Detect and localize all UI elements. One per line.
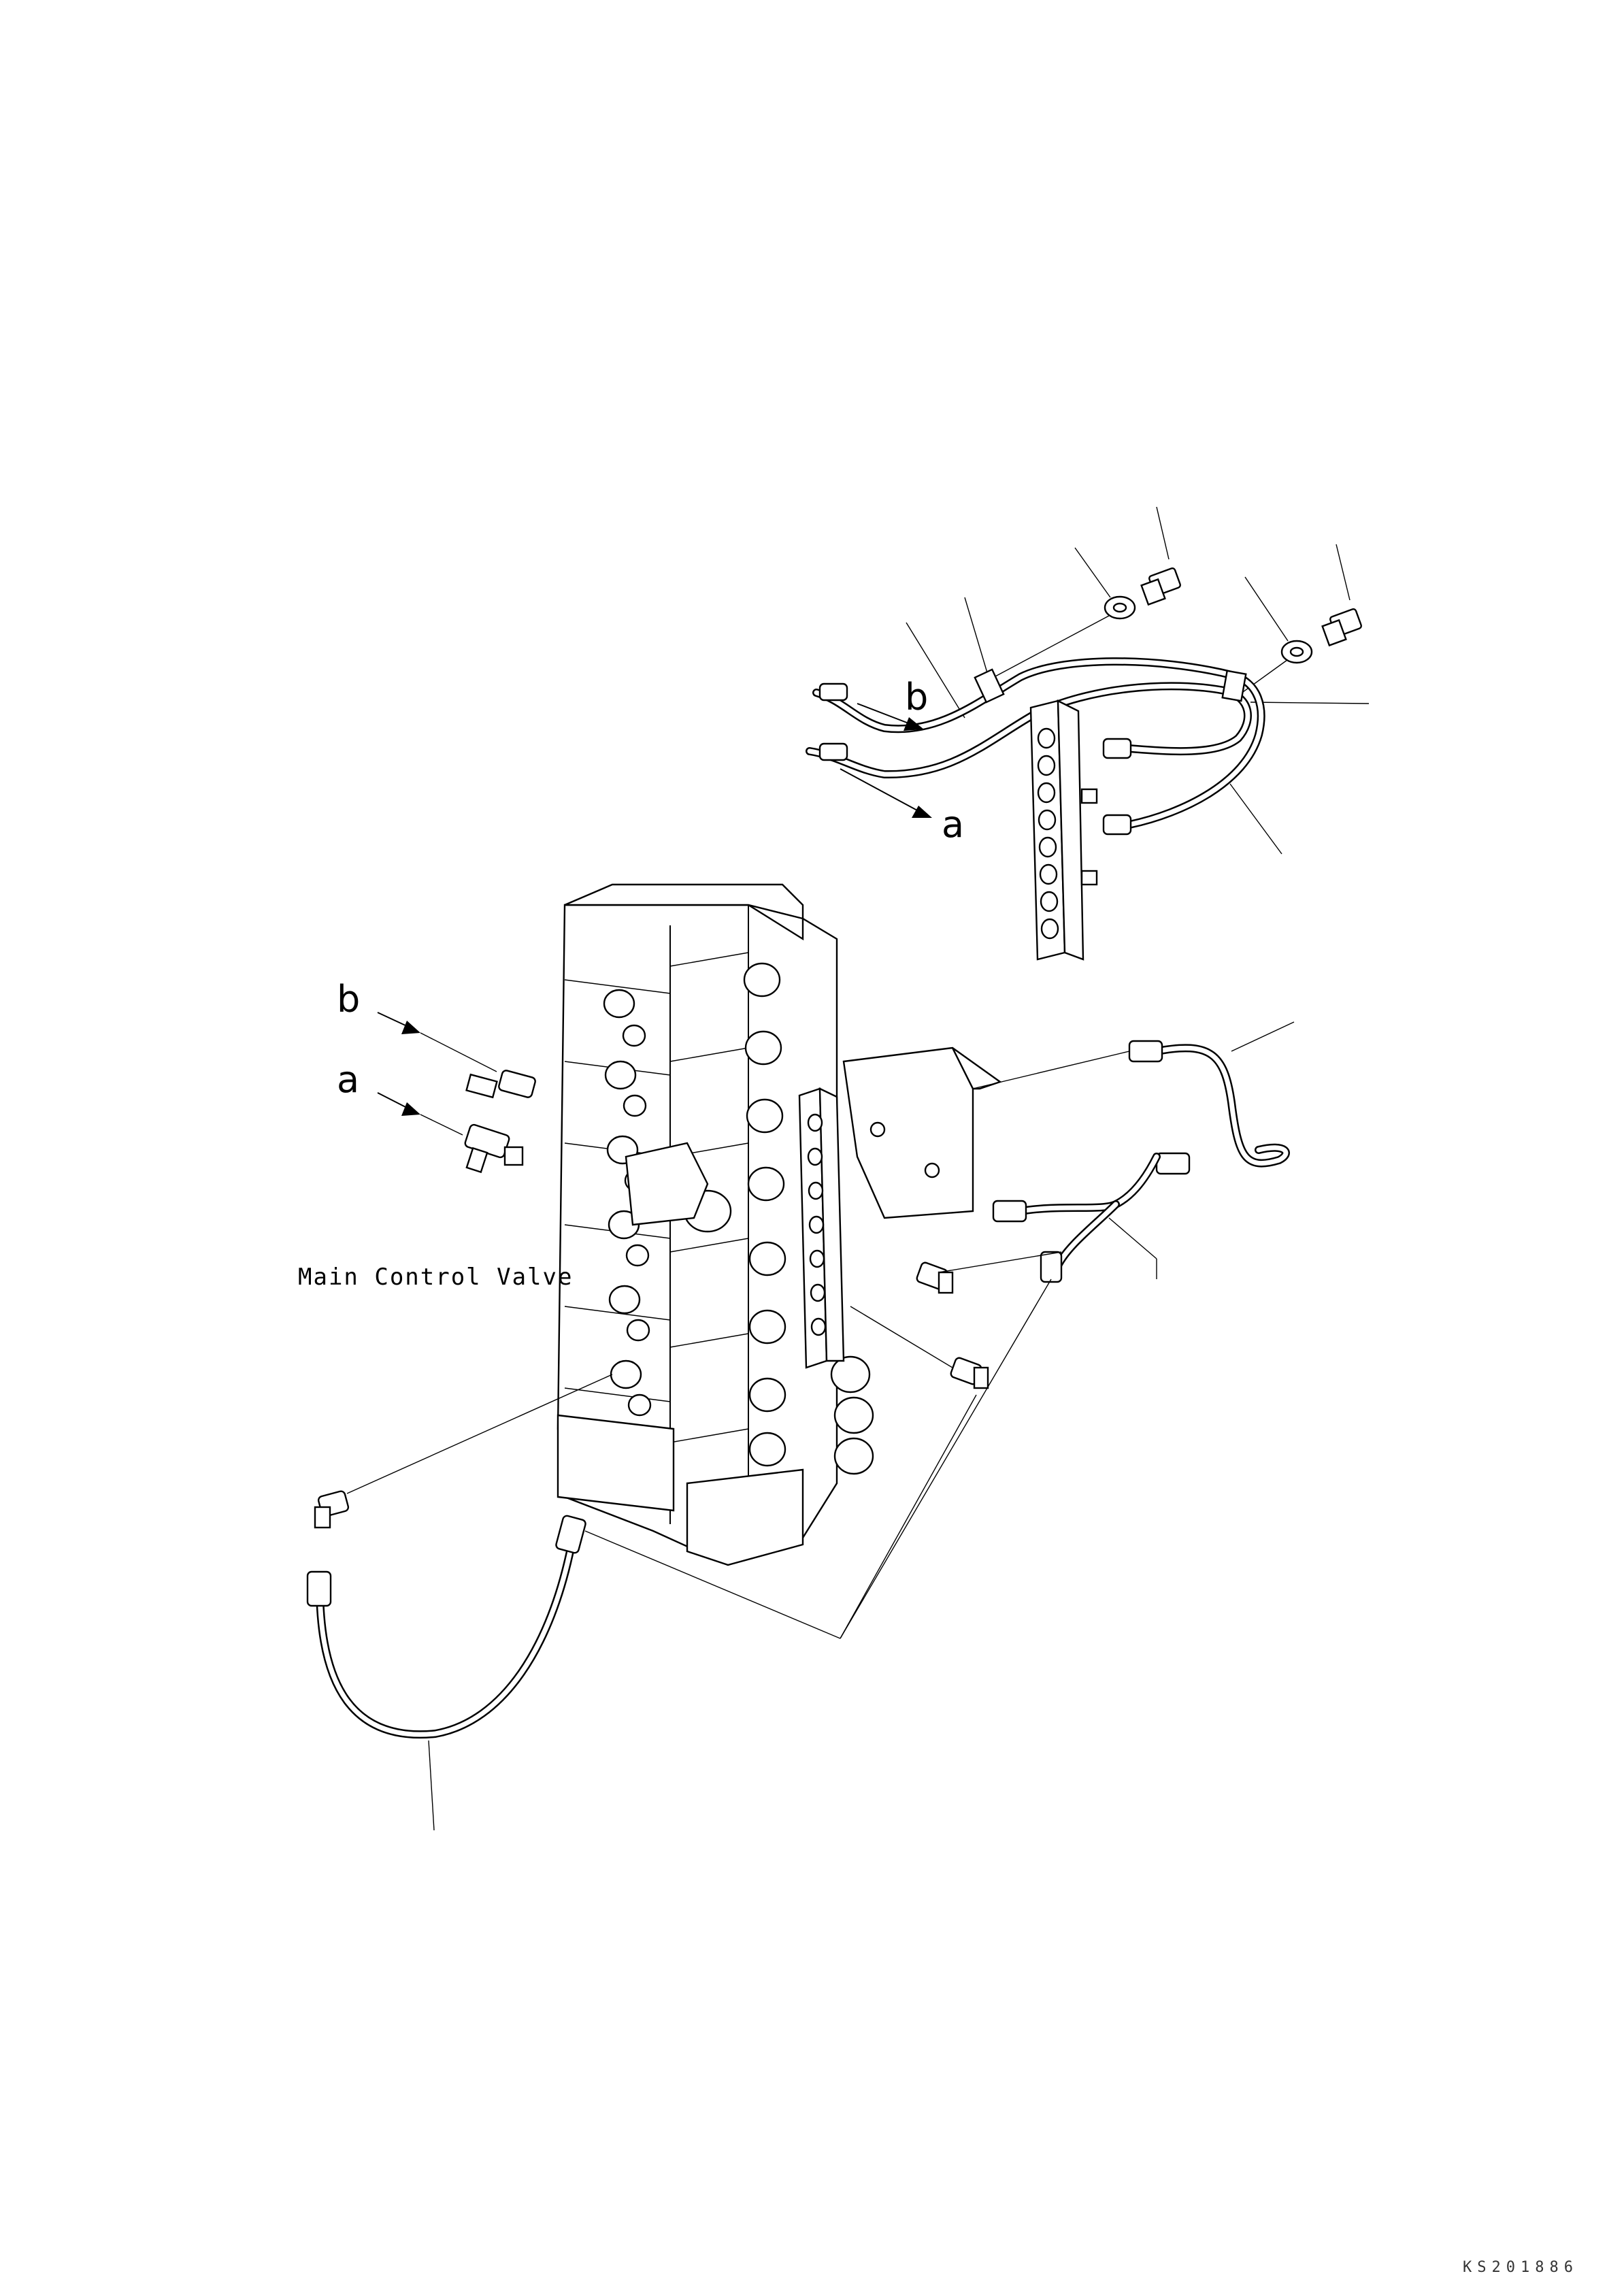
arrow-icon — [377, 1092, 463, 1136]
elbow-fitting-icon — [916, 1261, 954, 1294]
leader-lines-lower — [428, 1279, 1052, 1831]
mounting-bracket — [842, 1046, 1002, 1219]
elbow-fitting-icon — [464, 1123, 524, 1174]
leader-lines-right — [850, 1021, 1295, 1368]
callout-b-upper: b — [905, 676, 929, 719]
arrow-icon — [857, 703, 924, 731]
tube-assembly-upper — [806, 657, 1265, 836]
elbow-fitting-icon — [314, 1490, 350, 1529]
hydraulic-hose-icon — [306, 1515, 586, 1739]
callout-a-left: a — [337, 1058, 360, 1101]
callout-b-left: b — [337, 978, 361, 1021]
arrow-icon — [377, 1012, 497, 1072]
main-control-valve-label: Main Control Valve — [298, 1264, 574, 1291]
drawing-code: KS201886 — [1463, 2259, 1578, 2276]
elbow-fitting-icon — [465, 1070, 536, 1099]
leader-line — [346, 1374, 613, 1494]
bolt-icon — [1321, 608, 1362, 647]
leader-lines-upper — [906, 506, 1370, 855]
washer-icon — [1280, 640, 1313, 664]
bolt-icon — [1140, 567, 1181, 606]
manifold-block-icon — [798, 1087, 845, 1369]
manifold-ports-upper — [1037, 727, 1098, 940]
elbow-fitting-icon — [950, 1357, 989, 1389]
valve-spools — [603, 962, 874, 1475]
hydraulic-hose-icon — [992, 1153, 1161, 1283]
washer-icon — [1104, 595, 1136, 620]
arrow-icon — [840, 768, 932, 818]
hydraulic-hose-icon — [1128, 1040, 1290, 1175]
callout-a-upper: a — [942, 803, 965, 846]
